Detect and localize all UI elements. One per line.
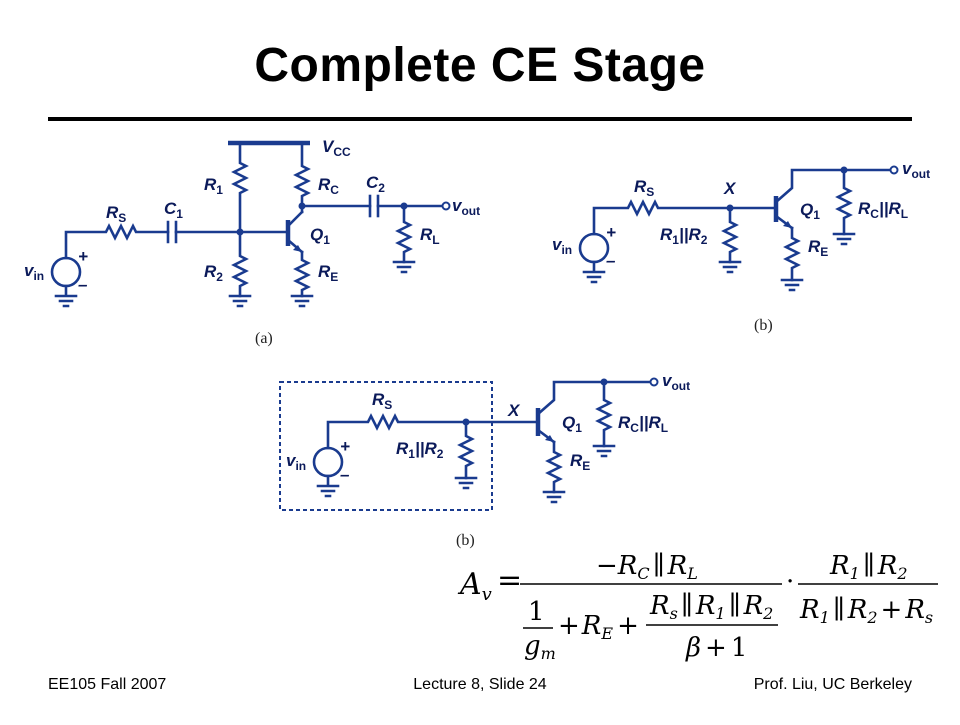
- r1-resistor: [231, 141, 249, 234]
- r2-label: R2: [204, 262, 223, 284]
- q1-emitter-arrow-icon: [293, 245, 302, 252]
- title-underline: [48, 117, 912, 121]
- vin-source-icon: [50, 256, 82, 288]
- footer-slide-number: Lecture 8, Slide 24: [413, 676, 547, 693]
- vin-minus: –: [78, 275, 88, 294]
- rc-label: RC: [318, 175, 339, 197]
- vin-ground-icon: [54, 284, 78, 308]
- rl-resistor: [395, 204, 413, 264]
- caption-a: (a): [255, 330, 273, 347]
- rc-resistor: [293, 141, 311, 214]
- collector-node-dot: [298, 202, 306, 210]
- rl-label: RL: [420, 225, 440, 247]
- c2-label: C2: [366, 173, 385, 195]
- c1-label: C1: [164, 199, 183, 221]
- re-ground-icon: [290, 294, 314, 308]
- footer-author: Prof. Liu, UC Berkeley: [753, 676, 912, 693]
- footer-course: EE105 Fall 2007: [48, 676, 167, 693]
- vin-label: vin: [24, 261, 44, 283]
- re-label: RE: [318, 262, 338, 284]
- r2-resistor: [231, 230, 249, 298]
- vout-label: vout: [452, 196, 480, 218]
- rs-label: RS: [106, 203, 126, 225]
- rl-ground-icon: [392, 260, 416, 274]
- r1-label: R1: [204, 175, 223, 197]
- vcc-label: VCC: [322, 137, 351, 159]
- rl-node-dot: [400, 202, 408, 210]
- slide-title: Complete CE Stage: [254, 39, 706, 92]
- q1-label: Q1: [310, 225, 330, 247]
- r2-ground-icon: [228, 294, 252, 308]
- re-resistor: [293, 250, 311, 298]
- rs-resistor: [64, 223, 170, 260]
- vout-terminal-icon: [441, 201, 451, 211]
- vin-plus: +: [78, 247, 88, 266]
